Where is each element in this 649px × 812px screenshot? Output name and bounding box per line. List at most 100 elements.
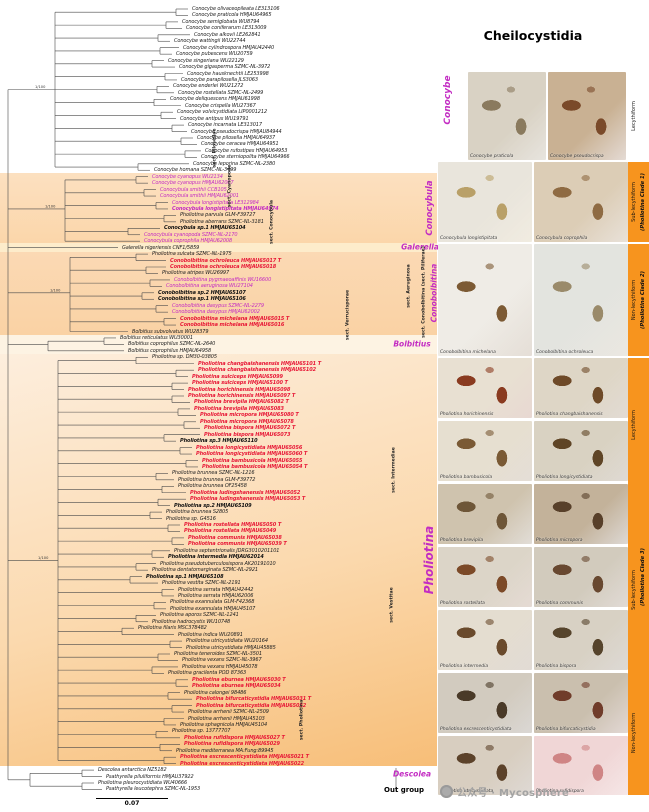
micrograph-caption: Pholiotina rostellata xyxy=(440,601,485,606)
micrograph-caption: Pholiotina longicystidiata xyxy=(536,475,593,480)
taxon-label: Pholiotina sp. 13777707 xyxy=(172,728,231,735)
taxon-label: Pholiotina sulciceps HMJAU65099 xyxy=(192,373,283,380)
genus-label-conocybula: Conocybula xyxy=(425,180,435,236)
taxon-label: Conocybe cyanopus HMJAU62007 xyxy=(152,180,234,187)
micrograph: Pholiotina bispora xyxy=(534,610,628,670)
micrograph: Pholiotina intermedia xyxy=(438,610,532,670)
micrograph-caption: Conocybe pseudocrispa xyxy=(550,154,604,159)
taxon-label: Pholiotina communis HMJAU65038 xyxy=(188,534,282,541)
taxon-label: Pholiotina brevipila HMJAU65083 xyxy=(194,405,284,412)
cystidia-form-label: Non-lecythiform xyxy=(631,279,637,321)
taxon-label: Conocybe pseudocrispa HMJAU84944 xyxy=(191,128,282,135)
taxon-label: Pholiotina gracilenta POD 87363 xyxy=(168,670,247,677)
taxon-label: Conocybe pubescens WU20759 xyxy=(176,51,253,58)
micrograph: Pholiotina horichinensis xyxy=(438,358,532,418)
taxon-label: Bolbitius coprophilus SZMC-NL-2640 xyxy=(128,341,216,348)
micrograph-caption: Conobolbitina michelana xyxy=(440,350,496,355)
taxon-label: Pholiotina micropora HMJAU65080 T xyxy=(200,412,299,419)
clade-bg-bolbitius xyxy=(0,335,437,354)
taxon-label: Pholiotina vexans HMJAU45078 xyxy=(182,663,258,670)
taxon-label: Conocybe rostellata SZMC-NL-2499 xyxy=(178,89,264,96)
taxon-label: Pholiotina aporos SZMC-NL-1241 xyxy=(160,612,239,619)
clade-band-label: (Pholiotina Clade 3) xyxy=(640,547,646,606)
taxon-label: Pholiotina sphagnicola HMJAU45104 xyxy=(180,721,268,728)
taxon-label: Pholiotina eburnea HMJAU65030 T xyxy=(192,676,286,683)
taxon-label: Bolbitius subvolvatus WU28379 xyxy=(132,328,209,335)
taxon-label: Pholiotina longicystidiata HMJAU65056 xyxy=(196,444,303,451)
taxon-label: Conocybe pilosella HMJAU64937 xyxy=(197,135,276,141)
clade-band-label: (Pholiotina Clade 1) xyxy=(640,173,646,231)
taxon-label: Pholiotina excrescenticystidiata HMJAU65… xyxy=(180,760,305,767)
svg-text:1/100: 1/100 xyxy=(50,288,61,292)
taxon-label: Conobolbitina dasypus HMJAU62002 xyxy=(172,309,260,316)
genus-label-bolbitius: Bolbitius xyxy=(393,339,431,349)
taxon-label: Pholiotina rostellata HMJAU65050 T xyxy=(184,522,282,528)
taxon-label: Conocybe gigasperma SZMC-NL-3972 xyxy=(179,64,271,71)
taxon-label: Conocybe ceracea HMJAU64951 xyxy=(201,141,279,148)
taxon-label: Conobolbitina ochroleuca HMJAU65018 xyxy=(170,264,277,270)
micrograph: Pholiotina utricystidiata xyxy=(438,736,532,795)
taxon-label: Pholiotina bispora HMJAU65072 T xyxy=(204,425,296,432)
taxon-label: Pholiotina bifurcaticystidia HMJAU65032 xyxy=(196,702,307,709)
taxon-label: Pholiotina longicystidiata HMJAU65060 T xyxy=(196,451,308,458)
taxon-label: Conocybe parapilosella JLS3063 xyxy=(181,76,258,83)
wechat-logo-icon xyxy=(440,785,453,798)
svg-text:1/100: 1/100 xyxy=(45,204,56,208)
taxon-label: Pholiotina serrata HMJAU42442 xyxy=(178,586,254,593)
taxon-label: Pholiotina sp. G4516 xyxy=(166,515,216,522)
genus-label-galerella: Galerella xyxy=(401,242,439,252)
genus-label-conocybe: Conocybe xyxy=(443,75,453,125)
svg-text:1/100: 1/100 xyxy=(35,85,46,89)
cystidia-type-band xyxy=(628,72,649,160)
taxon-label: Pholiotina ludingshanensis HMJAU65053 T xyxy=(190,496,306,503)
taxon-label: Pholiotina arrhenii HMJAU45103 xyxy=(188,715,265,722)
taxon-label: Pholiotina rostellata HMJAU65049 xyxy=(184,528,277,535)
taxon-label: Conocybe crispella WU27367 xyxy=(185,102,256,109)
taxon-label: Pholiotina communis HMJAU65039 T xyxy=(188,541,287,548)
micrograph: Conocybe pseudocrispa xyxy=(548,72,626,160)
section-label: sect. Intermediae xyxy=(391,447,397,493)
taxon-label: Conobolbitina sp.2 HMJAU65107 xyxy=(158,289,246,296)
taxon-label: Pholiotina bambusicola HMJAU65055 xyxy=(202,457,303,464)
micrograph-caption: Pholiotina intermedia xyxy=(440,664,489,669)
taxon-label: Pholiotina brunnea SZMC-NL-1216 xyxy=(172,470,255,477)
section-label: sect. Vestitae xyxy=(389,587,395,623)
taxon-label: Conocybula longistipitata LE312984 xyxy=(172,199,259,206)
taxon-label: Pholiotina calongei 98486 xyxy=(184,689,247,696)
cystidia-form-label: Lecythiform xyxy=(631,101,637,131)
taxon-label: Pholiotina atripes WU26997 xyxy=(162,270,230,277)
taxon-label: Conocybula cyanopoda SZMC-NL-2170 xyxy=(144,231,238,238)
genus-label-descolea: Descolea xyxy=(392,769,432,779)
section-label: sect. Pholiotina xyxy=(299,699,305,741)
taxon-label: Conocybe rufostipes HMJAU64953 xyxy=(205,147,288,154)
micrograph: Pholiotina rufidispora xyxy=(534,736,628,795)
taxon-label: Pholiotina sp.2 HMJAU65109 xyxy=(174,502,252,509)
taxon-label: Conocybe homana SZMC-NL-3499 xyxy=(154,167,237,174)
taxon-label: Pholiotina brunnea GLM-F39772 xyxy=(178,476,256,483)
taxon-label: Conocybe semiglobata WU8794 xyxy=(182,18,260,25)
micrograph: Conocybula coprophila xyxy=(534,162,628,242)
micrograph-caption: Pholiotina utricystidiata xyxy=(440,789,494,794)
taxon-label: Pholiotina sp.3 HMJAU65110 xyxy=(180,438,258,445)
micrograph-caption: Conocybula coprophila xyxy=(536,236,588,241)
section-label: sect. Pilosellae xyxy=(212,128,218,168)
taxon-label: Conocybe wattingii WU22744 xyxy=(174,38,246,45)
taxon-label: Pholiotina aberrans SZMC-NL-3181 xyxy=(180,218,264,225)
taxon-label: Conobolbitina michelana HMJAU65016 xyxy=(180,322,285,329)
micrograph: Pholiotina changbaishanensis xyxy=(534,358,628,418)
taxon-label: Pholiotina changbaishanensis HMJAU65101 … xyxy=(198,360,322,367)
taxon-label: Conocybe volvicystidiata LIP0001212 xyxy=(177,109,268,116)
taxon-label: Pholiotina micropora HMJAU65078 xyxy=(200,418,294,425)
clade-bg-pholiotina xyxy=(0,354,437,766)
taxon-label: Pholiotina utricystidiata WU20164 xyxy=(186,638,268,645)
clade-band-label: (Pholiotina Clade 2) xyxy=(640,271,646,329)
panel-title: Cheilocystidia xyxy=(483,28,583,43)
taxon-label: Conocybe deliquescens HMJAU61998 xyxy=(170,96,260,103)
taxon-label: Conocybe enderlei WU21272 xyxy=(173,83,244,90)
micrograph: Pholiotina bifurcaticystidia xyxy=(534,673,628,733)
taxon-label: Conocybe alkovii LE262841 xyxy=(194,31,261,38)
taxon-label: Conocybe sterniopolita HMJAU64966 xyxy=(201,154,290,161)
taxon-label: Pholiotina rufidispora HMJAU65029 xyxy=(184,741,280,748)
taxon-label: Bolbitius coprophilus HMJAU64958 xyxy=(128,347,212,354)
